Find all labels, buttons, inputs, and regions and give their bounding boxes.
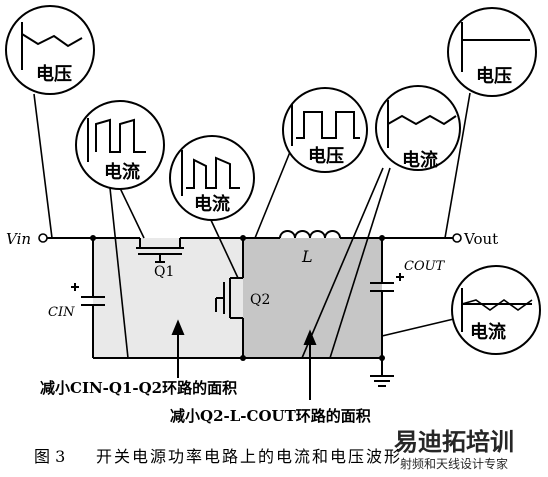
vout-label: Vout	[463, 230, 498, 248]
bubble-q1-current: 电流	[75, 100, 165, 190]
callout-leaders	[33, 92, 471, 359]
bubble-q2-current: 电流	[169, 135, 255, 221]
inductor-label: L	[301, 247, 313, 266]
loop1-annotation: 减小CIN-Q1-Q2环路的面积	[40, 379, 237, 397]
cin-label: CIN	[48, 305, 75, 320]
q2-mosfet-symbol	[215, 277, 243, 319]
svg-text:电流: 电流	[194, 193, 230, 215]
vin-label: Vin	[6, 230, 31, 248]
annotation-arrows	[171, 319, 317, 400]
q1-label: Q1	[154, 264, 174, 280]
bubble-sw-voltage: 电压	[282, 87, 368, 173]
watermark-tagline: 射频和天线设计专家	[400, 456, 508, 471]
inductor-symbol	[279, 230, 341, 239]
loop1-area	[93, 238, 243, 358]
bubble-vout-voltage: 电压	[447, 7, 537, 97]
svg-text:电流: 电流	[402, 149, 438, 171]
bubble-cout-current: 电流	[451, 265, 541, 355]
svg-text:电压: 电压	[476, 65, 512, 87]
svg-text:电流: 电流	[104, 161, 140, 183]
caption-text: 开关电源功率电路上的电流和电压波形	[96, 447, 402, 466]
vout-terminal	[452, 233, 462, 243]
junction-dots	[90, 235, 385, 361]
svg-text:电压: 电压	[308, 145, 344, 167]
q1-mosfet-symbol	[136, 238, 184, 263]
vin-terminal	[38, 233, 48, 243]
circuit-wiring	[44, 237, 455, 376]
loop2-area	[243, 238, 382, 358]
svg-text:电流: 电流	[470, 321, 506, 343]
bubble-vin-voltage: 电压	[5, 5, 95, 95]
caption-number: 图 3	[34, 447, 65, 466]
cout-capacitor-symbol	[370, 273, 404, 292]
watermark-brand: 易迪拓培训	[394, 427, 514, 456]
loop2-annotation: 减小Q2-L-COUT环路的面积	[170, 407, 371, 425]
cout-label: COUT	[404, 259, 446, 274]
cin-capacitor-symbol	[71, 283, 105, 306]
q2-label: Q2	[250, 292, 270, 308]
bubble-l-current: 电流	[375, 85, 461, 171]
svg-text:电压: 电压	[36, 63, 72, 85]
ground-symbol	[370, 375, 394, 387]
